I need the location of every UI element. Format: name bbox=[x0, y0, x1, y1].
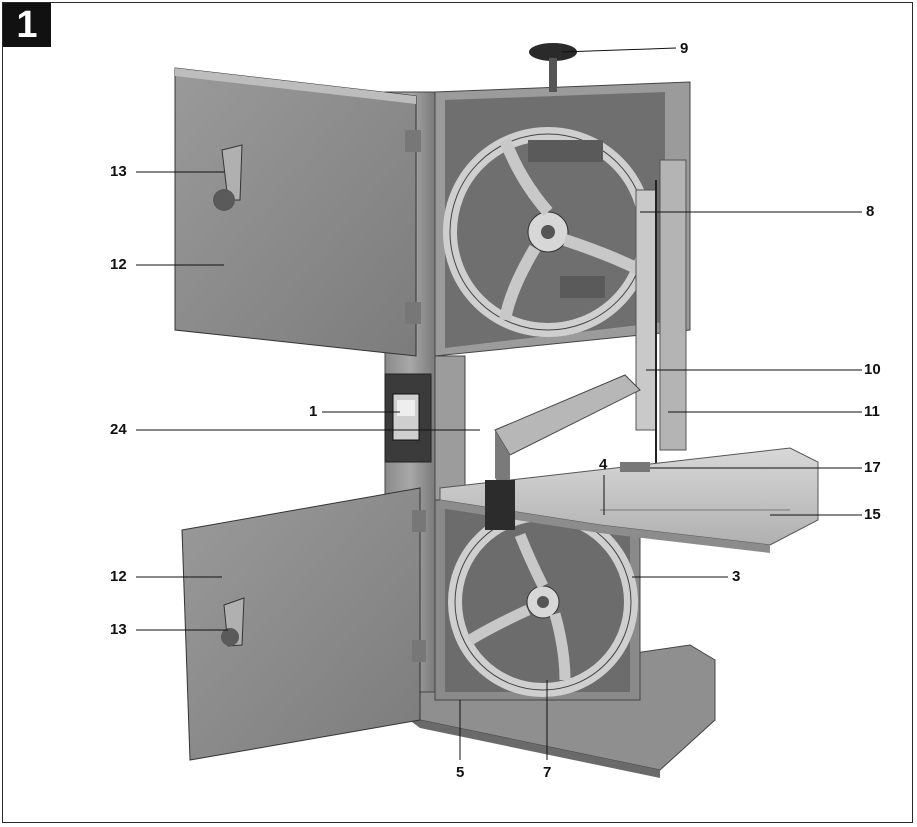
callout-5: 5 bbox=[456, 764, 465, 781]
callout-24: 24 bbox=[110, 421, 127, 438]
leader-lines bbox=[136, 47, 862, 760]
rip-fence bbox=[485, 374, 641, 530]
callout-13-lower: 13 bbox=[110, 621, 127, 638]
lower-door bbox=[181, 487, 426, 761]
callout-8: 8 bbox=[866, 203, 875, 220]
saw-table bbox=[439, 447, 819, 553]
callout-15: 15 bbox=[864, 506, 881, 523]
callout-13-upper: 13 bbox=[110, 163, 127, 180]
callout-17: 17 bbox=[864, 459, 881, 476]
callout-11: 11 bbox=[864, 403, 880, 420]
callout-12-lower: 12 bbox=[110, 568, 127, 585]
tension-knob bbox=[529, 43, 577, 92]
callout-7: 7 bbox=[543, 764, 552, 781]
on-off-switch bbox=[384, 373, 432, 463]
callout-10: 10 bbox=[864, 361, 881, 378]
callout-12-upper: 12 bbox=[110, 256, 127, 273]
upper-door bbox=[174, 67, 421, 357]
callout-1: 1 bbox=[309, 403, 318, 420]
callout-9: 9 bbox=[680, 40, 689, 57]
callout-4: 4 bbox=[599, 456, 608, 473]
callout-3: 3 bbox=[732, 568, 741, 585]
figure-number-badge: 1 bbox=[3, 3, 51, 47]
